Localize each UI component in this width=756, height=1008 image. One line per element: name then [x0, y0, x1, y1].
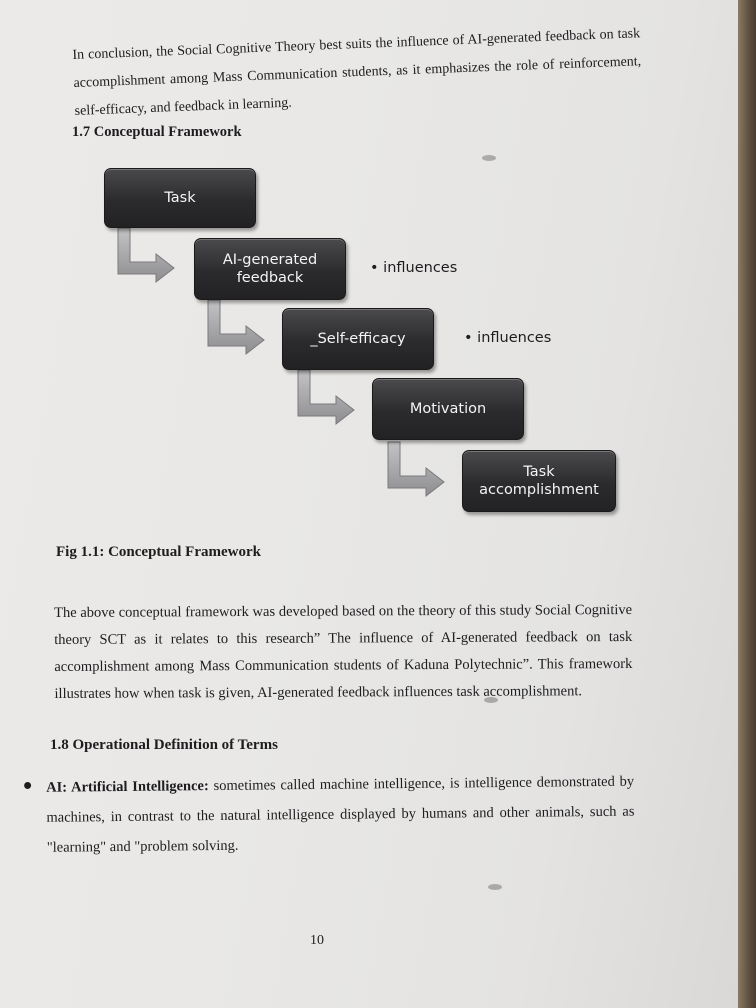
- box-label-ai-line1: AI-generated: [222, 252, 318, 268]
- arrow-task-to-ai: [117, 227, 175, 284]
- box-label-task-accomplishment-line2: accomplishment: [479, 482, 599, 498]
- box-label-self-efficacy: _Self-efficacy: [310, 331, 406, 347]
- flow-arrows: [117, 227, 445, 498]
- arrow-motivation-to-task-accomplishment: [387, 441, 445, 498]
- conceptual-framework-diagram: Task AI-generated feedback _Self-efficac…: [96, 162, 620, 522]
- body-paragraph: The above conceptual framework was devel…: [54, 601, 633, 702]
- box-label-task: Task: [164, 190, 196, 206]
- box-label-task-accomplishment-line1: Task: [523, 464, 555, 480]
- definition-term: AI: Artificial Intelligence:: [46, 778, 209, 796]
- influences-annotation-1: • influences: [370, 260, 458, 276]
- diagram-box-task: Task: [104, 168, 256, 228]
- box-label-ai-line2: feedback: [236, 270, 304, 286]
- definition-list-item: AI: Artificial Intelligence: sometimes c…: [24, 767, 635, 856]
- document-page: In conclusion, the Social Cognitive Theo…: [0, 0, 738, 1008]
- ink-smudge: [488, 884, 502, 890]
- page-number: 10: [310, 933, 324, 948]
- diagram-box-task-accomplishment: Task accomplishment: [462, 450, 616, 512]
- figure-caption: Fig 1.1: Conceptual Framework: [56, 544, 261, 560]
- section-heading-operational-definitions: 1.8 Operational Definition of Terms: [50, 737, 278, 753]
- intro-paragraph: In conclusion, the Social Cognitive Theo…: [72, 26, 642, 119]
- diagram-box-motivation: Motivation: [372, 378, 524, 440]
- box-label-motivation: Motivation: [409, 401, 487, 417]
- diagram-box-ai-feedback: AI-generated feedback: [194, 238, 346, 300]
- definition-text: AI: Artificial Intelligence: sometimes c…: [46, 767, 635, 863]
- section-heading-conceptual-framework: 1.7 Conceptual Framework: [72, 124, 242, 140]
- arrow-selfefficacy-to-motivation: [297, 369, 355, 426]
- influences-annotation-2: • influences: [464, 330, 552, 346]
- arrow-ai-to-selfefficacy: [207, 299, 265, 356]
- diagram-box-self-efficacy: _Self-efficacy: [282, 308, 434, 370]
- ink-smudge: [482, 155, 496, 161]
- ink-smudge: [484, 697, 498, 703]
- bullet-icon: [24, 781, 32, 789]
- background-surface: [738, 0, 756, 1008]
